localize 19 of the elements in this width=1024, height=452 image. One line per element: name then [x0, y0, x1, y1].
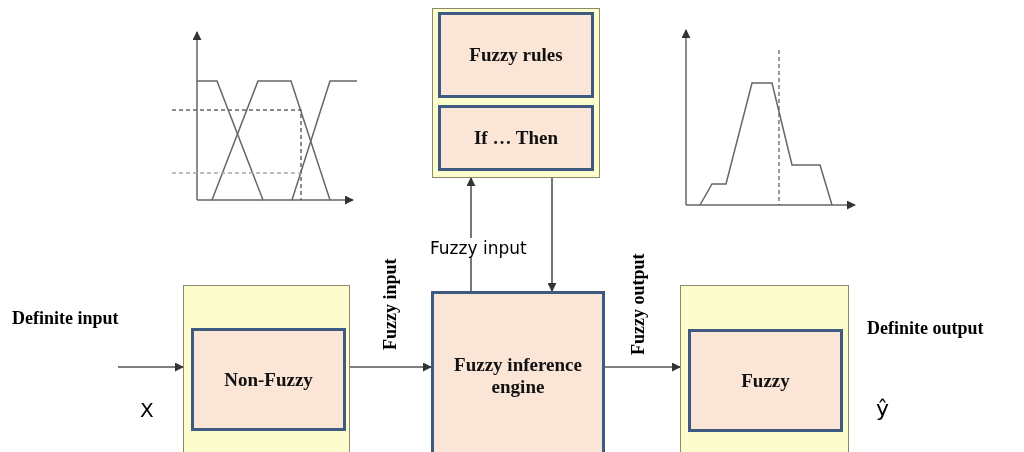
edge-label: Fuzzy output — [628, 253, 649, 355]
arrow — [349, 362, 432, 372]
arrow — [604, 362, 681, 372]
process-box: Fuzzy inference engine — [431, 291, 605, 452]
panel-box — [432, 8, 600, 178]
process-box: Fuzzy — [688, 329, 843, 432]
variable-label: X — [140, 398, 154, 422]
arrow — [547, 177, 557, 292]
variable-label: ŷ — [876, 396, 890, 421]
panel-box — [183, 285, 350, 452]
output-label: Definite output — [867, 318, 984, 339]
process-box: Non-Fuzzy — [191, 328, 346, 431]
panel-box — [680, 285, 849, 452]
signal-label: Fuzzy input — [430, 238, 527, 258]
process-box: If … Then — [438, 105, 594, 171]
process-box: Fuzzy rules — [438, 12, 594, 98]
edge-label: Fuzzy input — [380, 258, 401, 350]
arrow — [117, 362, 184, 372]
input-label: Definite input — [12, 308, 119, 329]
